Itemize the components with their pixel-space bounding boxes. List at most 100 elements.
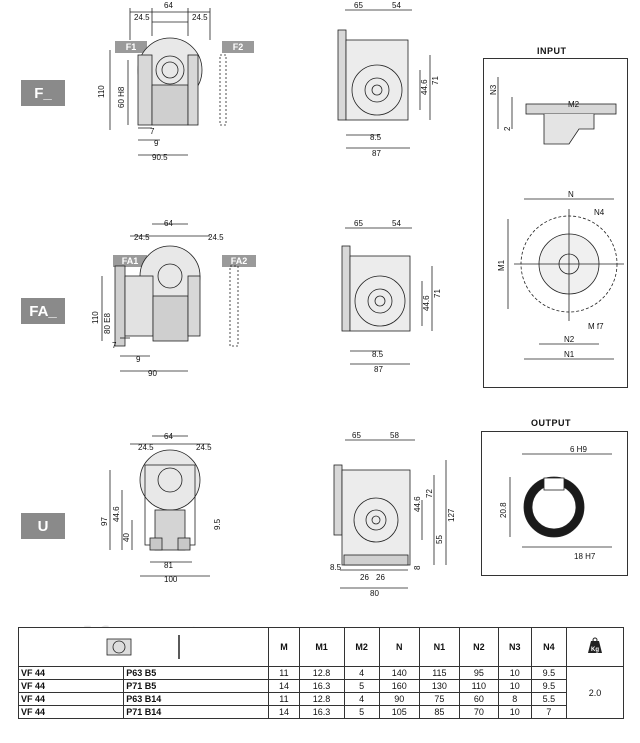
table-cell-n3: 8	[497, 692, 532, 706]
table-cell-model: VF 44	[17, 679, 125, 693]
fa-front-dim-1: 24.5	[134, 233, 150, 242]
f-side-dim-4: 71	[431, 76, 440, 85]
u-front-dim-5: 44.6	[112, 506, 121, 522]
f-front-drawing: 24.5 64 24.5 110 60 H8 7 9 90.5	[97, 1, 227, 162]
table-row: VF 44 P63 B5 11 12.8 4 140 115 95 10 9.5…	[17, 666, 624, 719]
output-dim-key: 6 H9	[570, 445, 587, 454]
table-cell-m2: 5	[343, 705, 380, 719]
table-cell-m1: 12.8	[298, 692, 345, 706]
table-cell-m1: 12.8	[298, 666, 345, 680]
table-header-n4: N4	[530, 627, 568, 667]
u-side-dim-4: 127	[447, 508, 456, 522]
table-cell-n: 160	[378, 679, 420, 693]
table-row: VF 44 P71 B14 14 16.3 5 105 85 70 10 7	[17, 705, 624, 719]
input-panel: N3 2 M2 N M1 N4 M f7 N2 N1	[483, 58, 628, 388]
table-cell-m2: 5	[343, 679, 380, 693]
kg-weight-icon: Kg	[588, 637, 602, 653]
mode-badge-u: U	[21, 513, 65, 539]
u-side-dim-11: 80	[370, 589, 379, 598]
table-cell-n1: 130	[418, 679, 460, 693]
table-cell-n4: 5.5	[530, 692, 568, 706]
fa-front-dim-5: 80 E8	[103, 313, 112, 334]
f-side-dim-3: 44.6	[420, 79, 429, 95]
fa-side-dim-1: 65	[354, 219, 363, 228]
fa-front-dim-3: 24.5	[208, 233, 224, 242]
u-front-dim-4: 97	[100, 517, 109, 526]
table-cell-n: 140	[378, 666, 420, 680]
table-header-n1: N1	[418, 627, 460, 667]
table-cell-m: 11	[268, 666, 300, 680]
f-front-dim-1: 24.5	[134, 13, 150, 22]
table-cell-weight: 2.0	[566, 666, 624, 719]
u-side-dim-6: 55	[435, 535, 444, 544]
table-header-row: M M1 M2 N N1 N2 N3 N4 Kg	[17, 627, 624, 667]
table-cell-n: 105	[378, 705, 420, 719]
mode-badge-fa: FA_	[21, 298, 65, 324]
input-drawing: N3 2 M2 N M1 N4 M f7 N2 N1	[489, 77, 624, 360]
u-side-dim-2: 58	[390, 431, 399, 440]
table-cell-n4: 7	[530, 705, 568, 719]
u-side-drawing: 65 58 72 127 44.6 55 8 8.5 26 26 80	[330, 431, 456, 598]
table-cell-m: 14	[268, 705, 300, 719]
u-front-dim-3: 24.5	[196, 443, 212, 452]
fa-front-dim-6: 7	[112, 341, 117, 350]
tag-f2: F2	[222, 41, 254, 53]
table-cell-n3: 10	[497, 666, 532, 680]
input-dim-2: 2	[503, 126, 512, 131]
tag-fa1: FA1	[113, 255, 147, 267]
table-cell-n1: 115	[418, 666, 460, 680]
table-cell-m: 14	[268, 679, 300, 693]
f-side-drawing: 65 54 44.6 71 8.5 87	[337, 1, 440, 158]
fa-front-dim-7: 9	[136, 355, 141, 364]
u-side-dim-7: 8	[413, 565, 422, 570]
u-side-dim-8: 8.5	[330, 563, 342, 572]
input-title: INPUT	[537, 46, 567, 56]
output-dim-bore: 18 H7	[574, 552, 596, 561]
table-cell-n2: 110	[458, 679, 499, 693]
table-cell-m1: 16.3	[298, 679, 345, 693]
table-cell-flange: P63 B14	[123, 692, 270, 706]
table-cell-model: VF 44	[17, 705, 125, 719]
table-cell-n2: 60	[458, 692, 499, 706]
table-cell-model: VF 44	[17, 692, 125, 706]
u-side-dim-5: 44.6	[413, 496, 422, 512]
table-cell-m2: 4	[343, 692, 380, 706]
table-cell-m2: 4	[343, 666, 380, 680]
u-front-dim-8: 81	[164, 561, 173, 570]
f-front-dim-2: 64	[164, 1, 173, 10]
output-drawing: 6 H9 20.8 18 H7	[499, 445, 612, 561]
table-cell-n2: 70	[458, 705, 499, 719]
fa-side-dim-2: 54	[392, 219, 401, 228]
table-cell-n: 90	[378, 692, 420, 706]
input-dim-m1: M1	[497, 259, 506, 271]
f-front-dim-4: 110	[97, 85, 106, 98]
output-panel: 6 H9 20.8 18 H7	[481, 431, 628, 576]
u-side-dim-3: 72	[425, 489, 434, 498]
input-dim-n4: N4	[594, 208, 605, 217]
u-front-dim-7: 9.5	[213, 518, 222, 530]
input-dim-m2: M2	[568, 100, 580, 109]
f-front-dim-8: 90.5	[152, 153, 168, 162]
table-cell-m1: 16.3	[298, 705, 345, 719]
table-row: VF 44 P63 B14 11 12.8 4 90 75 60 8 5.5	[17, 692, 624, 706]
fa-front-dim-8: 90	[148, 369, 157, 378]
input-dim-n2: N2	[564, 335, 575, 344]
f-front-dim-5: 60 H8	[117, 86, 126, 108]
u-front-dim-1: 24.5	[138, 443, 154, 452]
u-front-drawing: 24.5 64 24.5 97 44.6 40 9.5 81 100	[100, 432, 222, 584]
u-side-dim-9: 26	[360, 573, 369, 582]
spec-table: M M1 M2 N N1 N2 N3 N4 Kg VF 44 P63 B5 11…	[17, 627, 624, 719]
input-dim-mfr: M f7	[588, 322, 604, 331]
table-header-weight: Kg	[566, 627, 624, 667]
table-cell-flange: P63 B5	[123, 666, 270, 680]
table-cell-n3: 10	[497, 679, 532, 693]
u-side-dim-1: 65	[352, 431, 361, 440]
fa-side-dim-6: 87	[374, 365, 383, 374]
mode-badge-f: F_	[21, 80, 65, 106]
table-cell-n3: 10	[497, 705, 532, 719]
fa-front-dim-2: 64	[164, 219, 173, 228]
u-front-dim-6: 40	[122, 533, 131, 542]
f-side-dim-1: 65	[354, 1, 363, 10]
output-title: OUTPUT	[531, 418, 571, 428]
fa-front-dim-4: 110	[91, 311, 100, 324]
